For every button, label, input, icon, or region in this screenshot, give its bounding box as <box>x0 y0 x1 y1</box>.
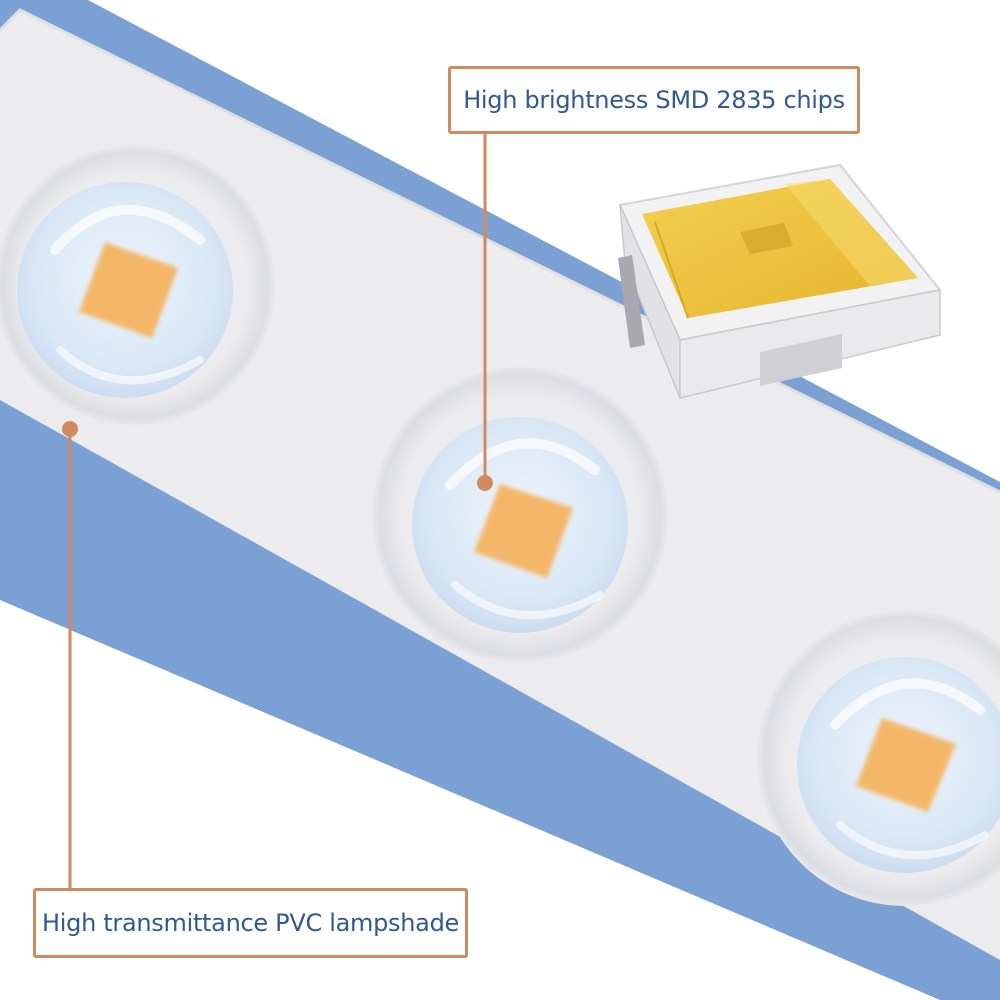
callout-smd-chips: High brightness SMD 2835 chips <box>448 66 860 134</box>
callout-pvc-lampshade: High transmittance PVC lampshade <box>33 888 468 958</box>
led-lens-icon <box>0 145 275 425</box>
led-lens-icon <box>757 610 1000 906</box>
callout-pvc-lampshade-label: High transmittance PVC lampshade <box>42 909 459 937</box>
callout-anchor-dot-icon <box>477 475 493 491</box>
callout-smd-chips-label: High brightness SMD 2835 chips <box>463 86 845 114</box>
led-lens-icon <box>372 367 668 663</box>
smd-2835-chip-icon <box>618 163 942 399</box>
callout-anchor-dot-icon <box>62 421 78 437</box>
